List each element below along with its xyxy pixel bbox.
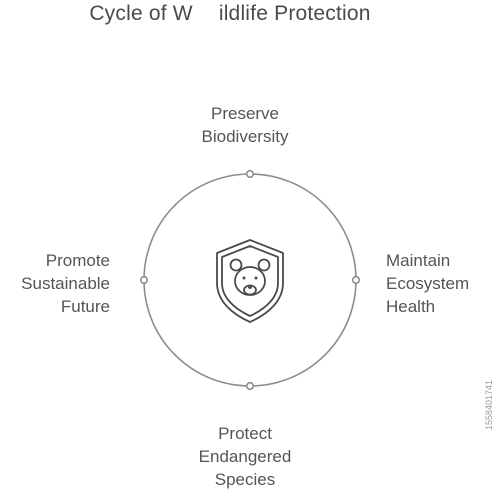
node-label-line: Species: [214, 470, 276, 489]
node-label-line: Health: [386, 297, 436, 316]
node-label-line: Promote: [45, 251, 110, 270]
node-label-line: Sustainable: [21, 274, 110, 293]
node-label-line: Future: [60, 297, 110, 316]
node-dot-bottom: [245, 381, 255, 391]
node-label-bottom: Protect Endangered Species: [145, 422, 345, 491]
node-label-line: Ecosystem: [386, 274, 470, 293]
node-label-right: Maintain Ecosystem Health: [386, 249, 500, 318]
node-dot-left: [139, 275, 149, 285]
node-label-line: Protect: [218, 424, 272, 443]
shield-bear-icon: [216, 239, 284, 323]
node-dot-right: [351, 275, 361, 285]
title-part-2: ildlife Protection: [218, 2, 371, 25]
node-label-line: Biodiversity: [201, 127, 289, 146]
node-label-left: Promote Sustainable Future: [0, 249, 110, 318]
node-label-line: Endangered: [198, 447, 292, 466]
node-label-top: Preserve Biodiversity: [145, 102, 345, 148]
cycle-ring: [143, 173, 357, 387]
node-dot-top: [245, 169, 255, 179]
diagram-title: Cycle of W ildlife Protection: [0, 2, 460, 26]
node-label-line: Maintain: [386, 251, 451, 270]
title-part-1: Cycle of W: [89, 2, 193, 25]
node-label-line: Preserve: [210, 104, 280, 123]
stock-id-watermark: 1558401741: [484, 379, 494, 430]
